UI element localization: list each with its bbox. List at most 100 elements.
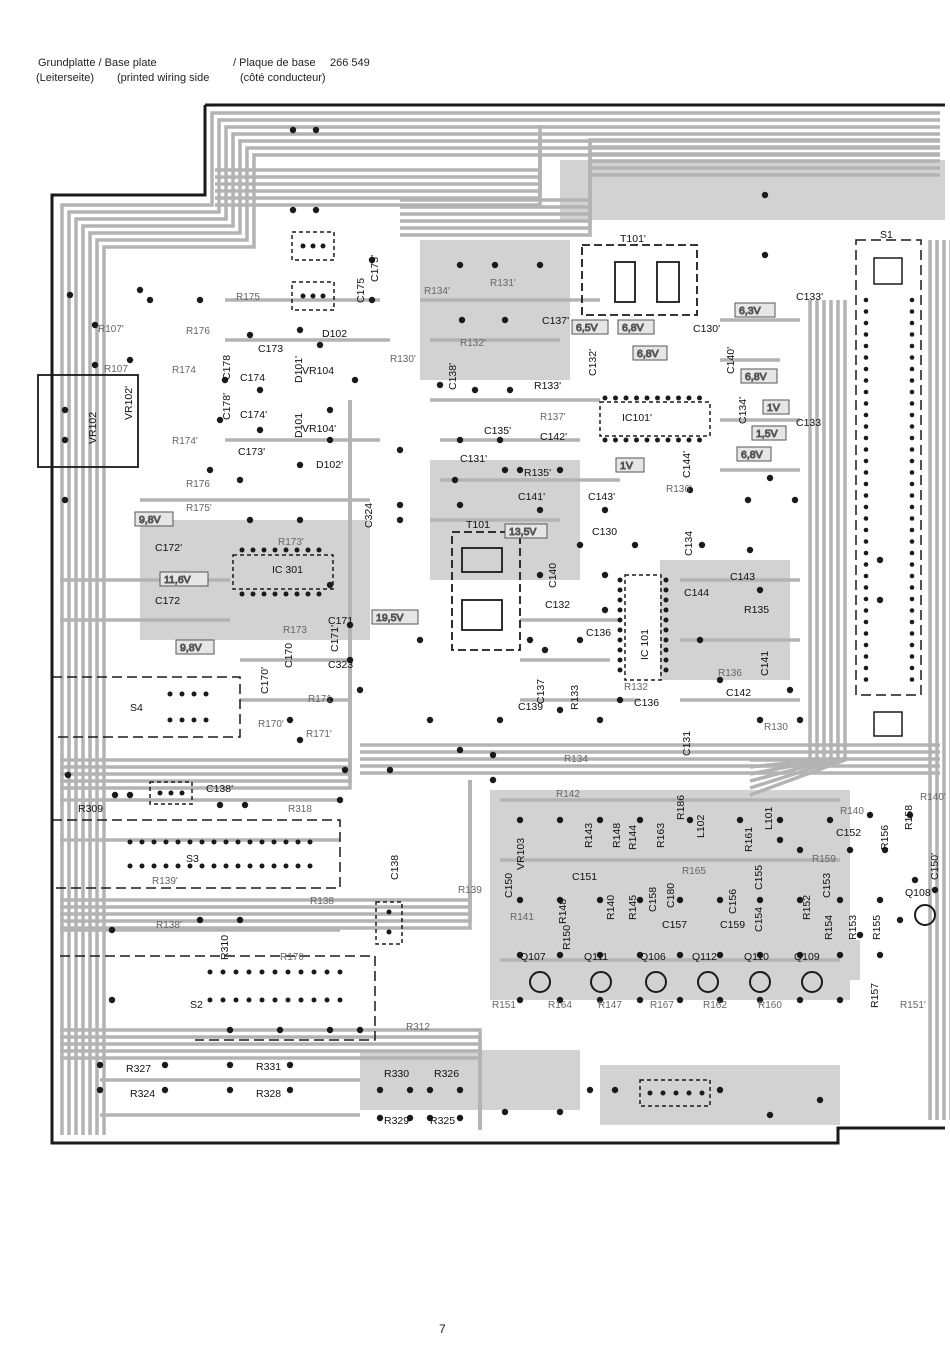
label-amp: R186 bbox=[675, 795, 687, 820]
page-number: 7 bbox=[439, 1322, 446, 1336]
label-amp: C157 bbox=[662, 919, 687, 931]
label-center: C132 bbox=[545, 599, 570, 611]
solder-pad bbox=[250, 591, 256, 597]
transistor-body bbox=[529, 971, 551, 993]
solder-pad bbox=[256, 386, 264, 394]
label-amp: C155 bbox=[753, 865, 765, 890]
solder-pad bbox=[386, 929, 392, 935]
solder-pad bbox=[233, 969, 239, 975]
solder-pad bbox=[796, 996, 804, 1004]
board-outline bbox=[50, 103, 945, 1145]
solder-pad bbox=[686, 437, 692, 443]
label-left: R175 bbox=[236, 292, 260, 303]
solder-pad bbox=[826, 816, 834, 824]
label-amp: R151' bbox=[900, 1000, 926, 1011]
solder-pad bbox=[756, 896, 764, 904]
label-center: C137 bbox=[535, 679, 547, 704]
label-center: C130' bbox=[693, 323, 720, 335]
solder-pad bbox=[199, 839, 205, 845]
label-center: C136 bbox=[586, 627, 611, 639]
label-amp: L102 bbox=[695, 814, 707, 838]
label-center: R136' bbox=[666, 484, 692, 495]
label-left: R176 bbox=[186, 479, 210, 490]
label-amp: R167 bbox=[650, 1000, 674, 1011]
label-left: D102' bbox=[316, 459, 343, 471]
voltage-label: 1,5V bbox=[756, 428, 778, 440]
solder-pad bbox=[272, 547, 278, 553]
trace-lower bbox=[60, 780, 472, 930]
solder-pad bbox=[471, 386, 479, 394]
label-left: R134' bbox=[424, 286, 450, 297]
solder-pad bbox=[286, 1061, 294, 1069]
solder-pad bbox=[406, 1086, 414, 1094]
label-center: C134' bbox=[737, 397, 749, 424]
header-side-de: (Leiterseite) bbox=[36, 72, 95, 84]
label-amp: R144 bbox=[627, 825, 639, 850]
label-left: R173 bbox=[283, 625, 307, 636]
label-center: C133' bbox=[796, 291, 823, 303]
transistor-body bbox=[914, 904, 936, 926]
solder-pad bbox=[596, 816, 604, 824]
solder-pad bbox=[226, 1026, 234, 1034]
label-amp: R155 bbox=[871, 915, 883, 940]
label-lower: R329 bbox=[384, 1115, 409, 1127]
solder-pad bbox=[294, 591, 300, 597]
solder-pad bbox=[246, 516, 254, 524]
solder-pad bbox=[536, 571, 544, 579]
voltage-box bbox=[175, 639, 215, 655]
solder-pad bbox=[256, 426, 264, 434]
label-left: C178' bbox=[221, 393, 233, 420]
solder-pad bbox=[223, 839, 229, 845]
solder-pad bbox=[108, 996, 116, 1004]
solder-pad bbox=[216, 416, 224, 424]
label-center: C139 bbox=[518, 701, 543, 713]
solder-pad bbox=[226, 1086, 234, 1094]
label-amp: R158 bbox=[903, 805, 915, 830]
solder-pad bbox=[617, 597, 623, 603]
label-amp: Q108 bbox=[905, 887, 931, 899]
label-center: C142' bbox=[540, 431, 567, 443]
solder-pad bbox=[157, 790, 163, 796]
solder-pad bbox=[863, 654, 869, 659]
solder-pad bbox=[611, 1086, 619, 1094]
solder-pad bbox=[697, 437, 702, 443]
solder-pad bbox=[863, 458, 869, 464]
label-amp: R160 bbox=[758, 1000, 782, 1011]
label-amp: R162 bbox=[703, 1000, 727, 1011]
label-left: R174 bbox=[172, 365, 196, 376]
label-lower: R324 bbox=[130, 1088, 155, 1100]
label-amp: C156 bbox=[727, 889, 739, 914]
solder-pad bbox=[663, 627, 669, 633]
solder-pad bbox=[596, 716, 604, 724]
solder-pad bbox=[241, 801, 249, 809]
solder-pad bbox=[909, 470, 915, 475]
voltage-box bbox=[371, 609, 419, 625]
solder-pad bbox=[791, 496, 799, 504]
label-center: R133' bbox=[534, 380, 561, 392]
voltage-label: 6,8V bbox=[745, 371, 767, 383]
label-center: R134 bbox=[564, 754, 588, 765]
solder-pad bbox=[761, 251, 769, 259]
trace-border bbox=[88, 139, 940, 1135]
solder-pad bbox=[909, 677, 915, 682]
solder-pad bbox=[863, 619, 869, 625]
vr102-box bbox=[37, 374, 139, 468]
label-amp: Q110 bbox=[744, 951, 769, 963]
label-center: C130 bbox=[592, 526, 617, 538]
solder-pad bbox=[337, 997, 343, 1003]
solder-pad bbox=[207, 969, 213, 975]
voltage-label: 6,8V bbox=[622, 322, 644, 334]
solder-pad bbox=[863, 562, 869, 567]
solder-pad bbox=[295, 839, 301, 845]
label-center: C144' bbox=[681, 451, 693, 478]
voltage-box bbox=[159, 571, 209, 587]
label-left: VR104 bbox=[302, 365, 334, 377]
solder-pad bbox=[235, 839, 241, 845]
solder-pad bbox=[617, 617, 623, 623]
label-amp: R157 bbox=[869, 983, 881, 1008]
solder-pad bbox=[909, 447, 915, 452]
solder-pad bbox=[161, 1086, 169, 1094]
ic-label: IC 101 bbox=[639, 629, 651, 660]
